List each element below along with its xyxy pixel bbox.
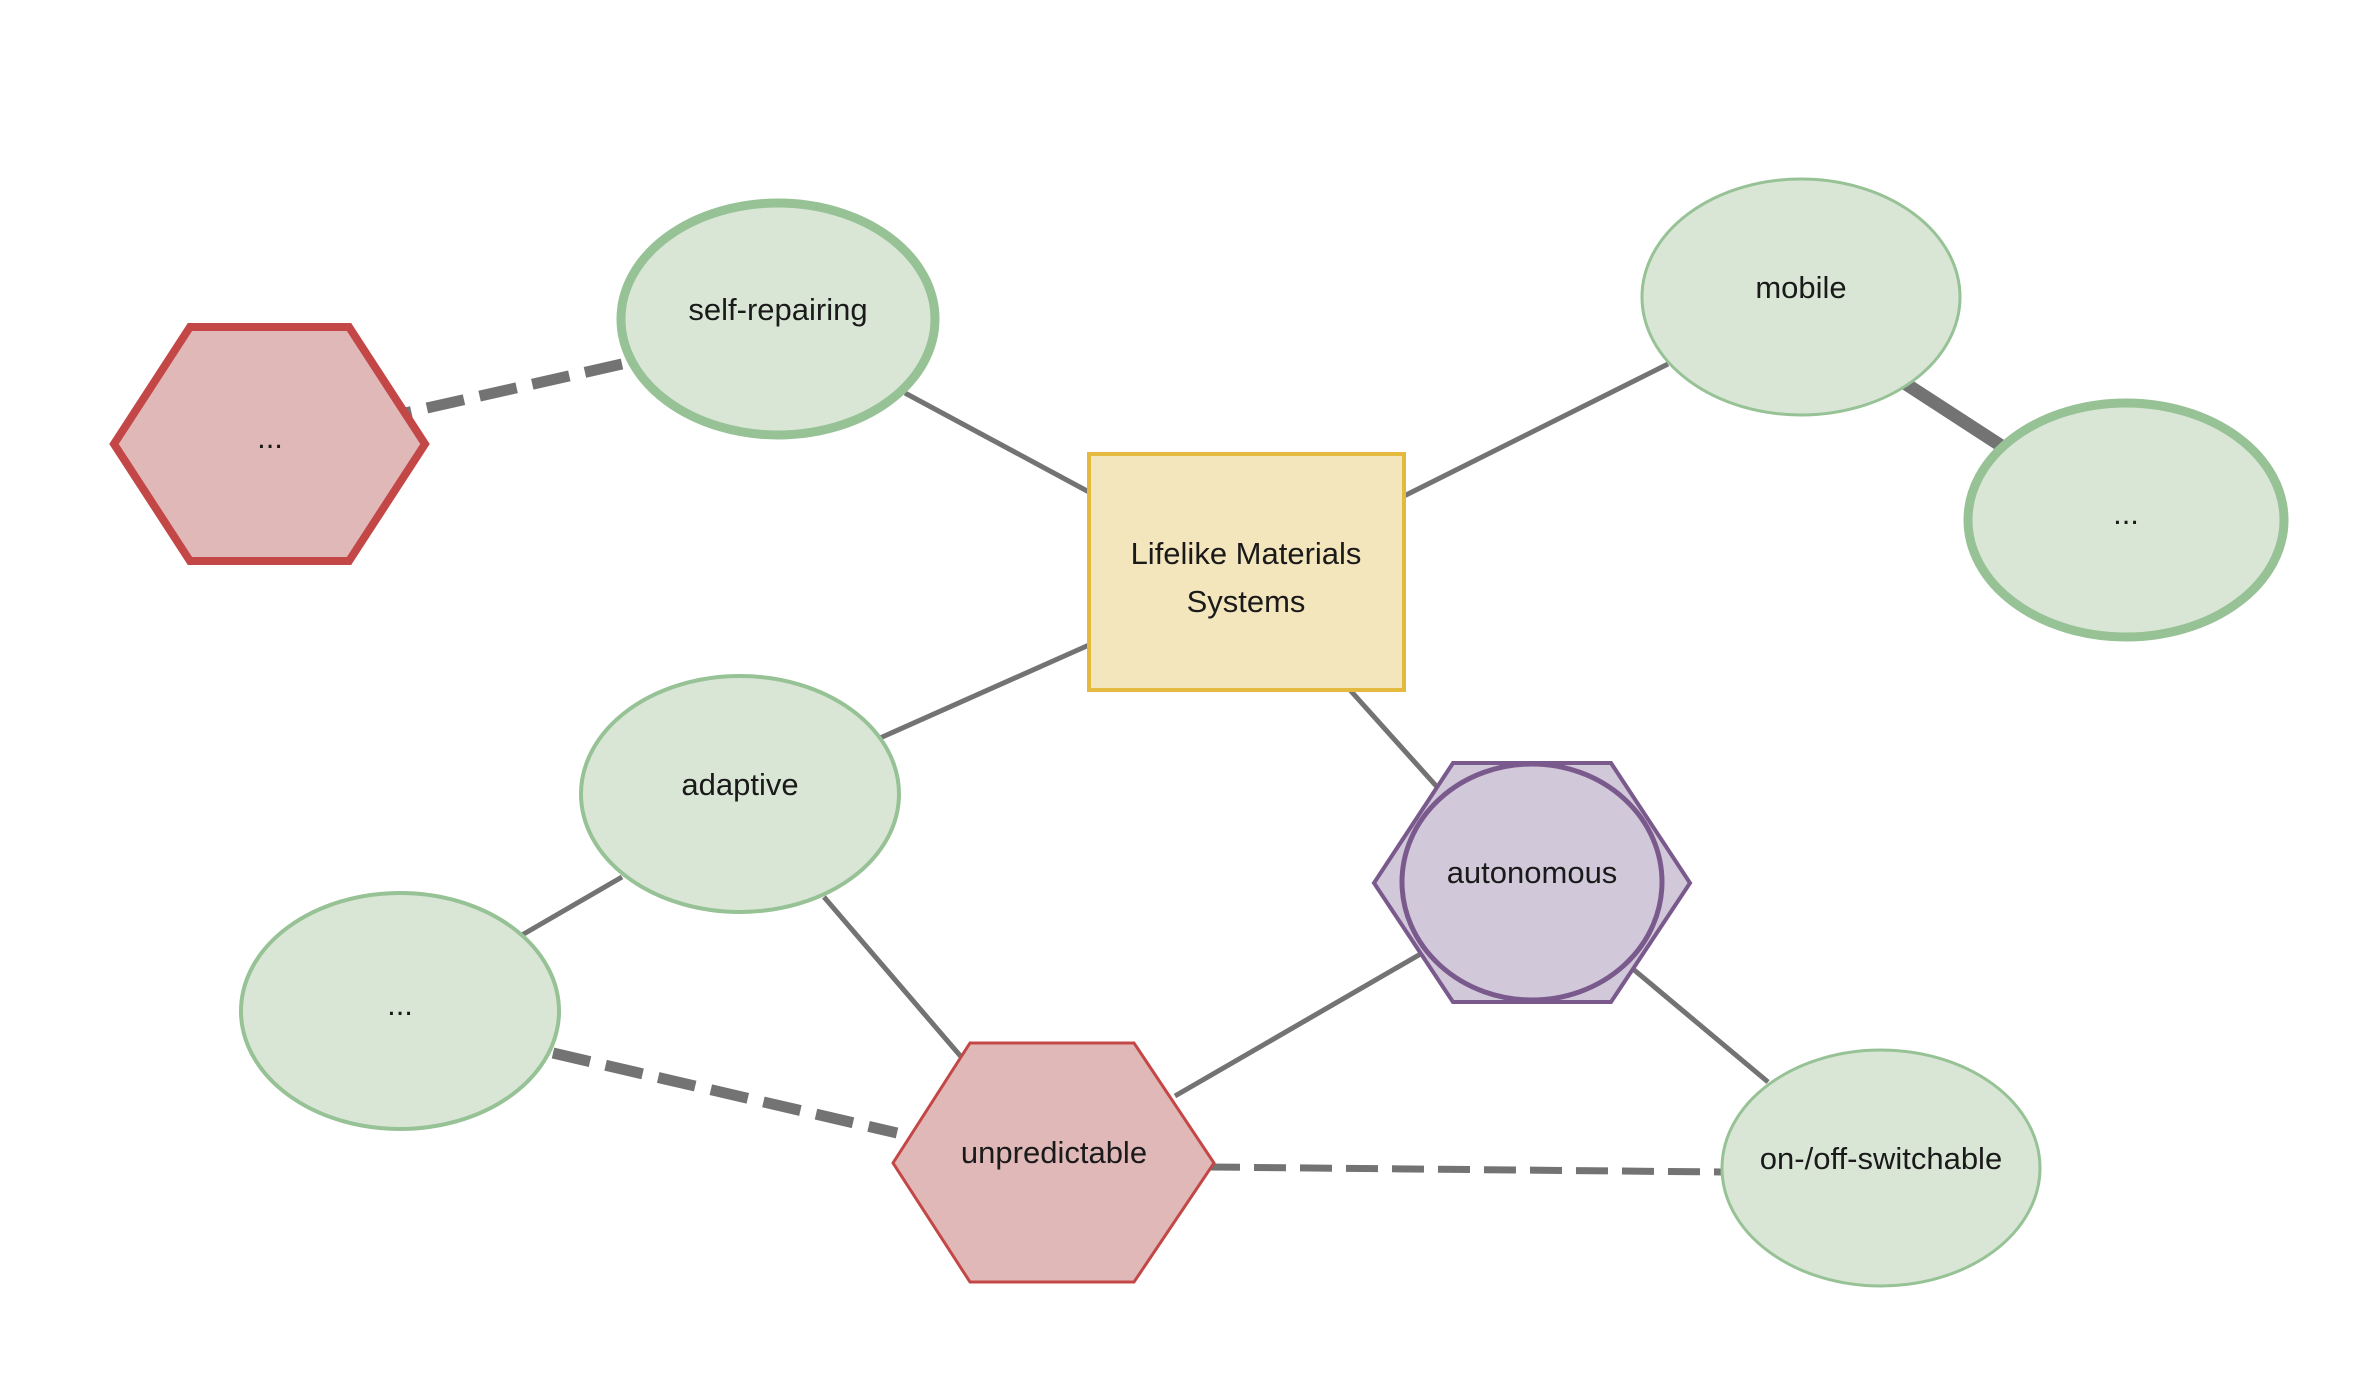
node-ellipsis-left-bottom: ... (239, 891, 561, 1131)
edges-layer (403, 358, 2007, 1176)
node-adaptive: adaptive (579, 674, 901, 914)
center-label-line-2: Systems (1187, 584, 1306, 619)
edge-center-self-repairing (903, 390, 1091, 495)
edge-adaptive-ellipsis (520, 874, 624, 938)
edge-self-repairing-ellipsis-dashed (403, 358, 624, 419)
edge-autonomous-on-off-switchable (1631, 967, 1770, 1084)
node-lifelike-materials-systems: Lifelike Materials Systems (1087, 452, 1406, 692)
self-repairing-label: self-repairing (688, 292, 867, 327)
autonomous-label: autonomous (1447, 855, 1618, 890)
node-ellipsis-right: ... (1963, 398, 2289, 642)
node-ellipsis-left-top: ... (109, 323, 430, 565)
edge-autonomous-unpredictable (1173, 949, 1426, 1099)
node-mobile: mobile (1640, 177, 1962, 417)
edge-center-autonomous (1348, 688, 1440, 790)
ellipsis-right-label: ... (2113, 496, 2139, 531)
node-on-off-switchable: on-/off-switchable (1720, 1048, 2042, 1288)
edge-center-mobile (1402, 361, 1670, 499)
edge-adaptive-unpredictable (822, 895, 965, 1061)
node-self-repairing: self-repairing (616, 198, 940, 440)
ellipsis-left-top-label: ... (257, 420, 283, 455)
ellipsis-left-bottom-label: ... (387, 987, 413, 1022)
edge-ellipsis-unpredictable-dashed (551, 1047, 899, 1139)
edge-unpredictable-on-off-switchable-dashed (1207, 1163, 1722, 1176)
edge-center-adaptive (878, 642, 1091, 741)
adaptive-label: adaptive (681, 767, 798, 802)
edge-mobile-ellipsis-thick (1902, 378, 2007, 453)
mobile-label: mobile (1755, 270, 1846, 305)
node-autonomous: autonomous (1371, 761, 1693, 1004)
unpredictable-label: unpredictable (961, 1135, 1147, 1170)
center-label-line-1: Lifelike Materials (1131, 536, 1362, 571)
node-unpredictable: unpredictable (891, 1041, 1216, 1284)
on-off-switchable-label: on-/off-switchable (1760, 1141, 2002, 1176)
